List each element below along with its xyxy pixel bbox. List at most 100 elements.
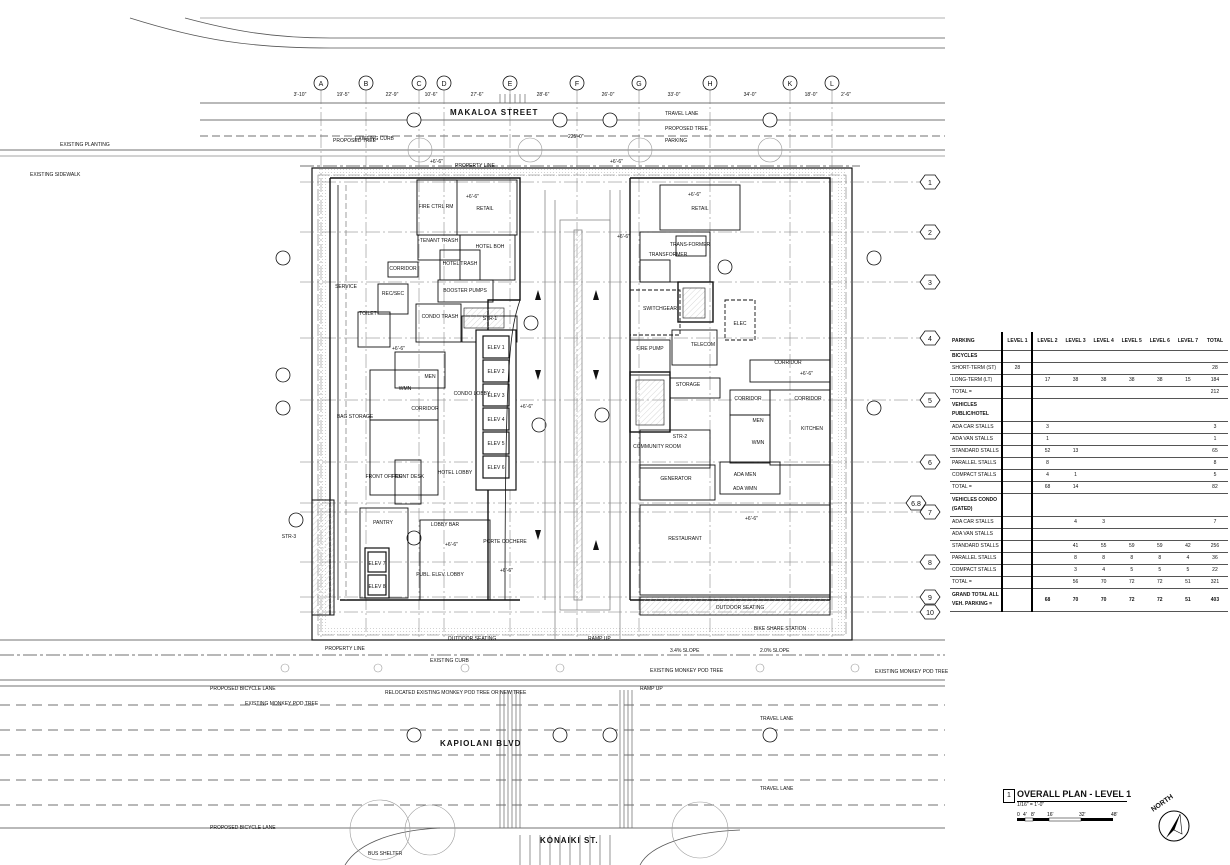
parking-row-label: GRAND TOTAL ALL VEH. PARKING = — [950, 588, 1003, 612]
parking-cell — [1173, 481, 1202, 494]
svg-text:EXISTING PLANTING: EXISTING PLANTING — [60, 142, 110, 148]
room-publ-elev-lobby: PUBL. ELEV. LOBBY — [416, 572, 464, 578]
parking-header-cell: PARKING — [950, 332, 1003, 351]
parking-cell — [1089, 350, 1118, 363]
room-retail-122: RETAIL — [476, 206, 493, 212]
svg-text:34'-0": 34'-0" — [744, 92, 757, 98]
grid-row-7: 7 — [928, 510, 932, 517]
elev-2: ELEV 2 — [488, 369, 505, 375]
parking-cell: 8 — [1201, 457, 1228, 470]
parking-cell: 13 — [1061, 445, 1090, 458]
svg-text:19'-5": 19'-5" — [337, 92, 350, 98]
room-restaurant: RESTAURANT — [668, 536, 702, 542]
scale-mark-48: 48' — [1111, 812, 1118, 818]
parking-cell: 28 — [1001, 362, 1034, 375]
parking-cell: 7 — [1201, 516, 1228, 529]
room-switchgear: SWITCHGEAR — [643, 306, 677, 312]
svg-text:+6'-6": +6'-6" — [800, 371, 813, 377]
parking-cell — [1089, 457, 1118, 470]
parking-header-cell: LEVEL 5 — [1117, 332, 1146, 351]
parking-table-row: TOTAL =212 — [950, 386, 1228, 399]
room-corridor-115: CORRIDOR — [411, 406, 439, 412]
grid-bubbles-right — [905, 174, 941, 620]
parking-header-cell: LEVEL 1 — [1001, 332, 1034, 351]
room-outdoor-seating-left: OUTDOOR SEATING — [448, 636, 497, 642]
parking-header-cell: LEVEL 3 — [1061, 332, 1090, 351]
street-label-makaloa: MAKALOA STREET — [450, 108, 538, 117]
parking-cell: 70 — [1061, 588, 1090, 612]
grid-row-6: 6 — [928, 460, 932, 467]
svg-text:RELOCATED EXISTING MONKEY POD: RELOCATED EXISTING MONKEY POD TREE OR NE… — [385, 690, 527, 696]
parking-cell: 38 — [1117, 374, 1146, 387]
parking-row-label: STANDARD STALLS — [950, 540, 1003, 553]
parking-row-label: BICYCLES — [950, 350, 1003, 363]
parking-cell: 68 — [1032, 481, 1062, 494]
parking-cell — [1145, 469, 1174, 482]
grid-dims-top: 3'-10" 19'-5" 22'-9" 10'-6" 27'-6" 28'-6… — [294, 92, 852, 98]
parking-cell — [1001, 552, 1034, 565]
parking-cell: 8 — [1061, 552, 1090, 565]
parking-cell: 65 — [1201, 445, 1228, 458]
grid-col-d: D — [441, 81, 446, 88]
parking-cell — [1089, 433, 1118, 446]
room-community: COMMUNITY ROOM — [633, 444, 681, 450]
svg-text:PROPOSED BICYCLE LANE: PROPOSED BICYCLE LANE — [210, 825, 276, 831]
room-pantry: PANTRY — [373, 520, 393, 526]
parking-cell — [1001, 564, 1034, 577]
parking-cell: 36 — [1201, 552, 1228, 565]
room-hotel-boh: HOTEL BOH — [476, 244, 505, 250]
parking-cell: 184 — [1201, 374, 1228, 387]
left-rooms — [357, 179, 518, 601]
parking-cell — [1117, 398, 1146, 422]
svg-text:PROPERTY LINE: PROPERTY LINE — [325, 646, 365, 652]
parking-cell: 38 — [1061, 374, 1090, 387]
room-wmn-112: WMN — [399, 386, 412, 392]
parking-cell — [1173, 493, 1202, 517]
room-generator: GENERATOR — [660, 476, 692, 482]
elev-7: ELEV 7 — [369, 561, 386, 567]
grid-col-b: B — [364, 81, 369, 88]
parking-cell — [1061, 493, 1090, 517]
parking-cell — [1032, 528, 1062, 541]
parking-cell — [1173, 398, 1202, 422]
parking-cell: 72 — [1145, 588, 1174, 612]
svg-text:BUS SHELTER: BUS SHELTER — [368, 851, 403, 857]
parking-cell — [1089, 469, 1118, 482]
street-label-konaiki: KONAIKI ST. — [540, 836, 599, 845]
svg-text:EXISTING MONKEY POD TREE: EXISTING MONKEY POD TREE — [875, 669, 949, 675]
grid-bubbles-top — [313, 75, 840, 91]
parking-cell — [1001, 457, 1034, 470]
scale-bar: 0 4' 8' 16' 32' 48' — [1017, 812, 1118, 822]
svg-text:33'-0": 33'-0" — [668, 92, 681, 98]
svg-text:+6'-6": +6'-6" — [500, 568, 513, 574]
room-outdoor-seating-right: OUTDOOR SEATING — [716, 605, 765, 611]
svg-text:RAMP UP: RAMP UP — [640, 686, 663, 692]
parking-cell — [1201, 528, 1228, 541]
grid-row-4: 4 — [928, 336, 932, 343]
parking-cell — [1032, 493, 1062, 517]
parking-cell — [1173, 457, 1202, 470]
parking-cell — [1145, 398, 1174, 422]
room-men-111: MEN — [424, 374, 436, 380]
parking-cell — [1145, 421, 1174, 434]
svg-text:3'-10": 3'-10" — [294, 92, 307, 98]
svg-text:2.0% SLOPE: 2.0% SLOPE — [760, 648, 790, 654]
parking-row-label: ADA VAN STALLS — [950, 433, 1003, 446]
parking-cell — [1061, 398, 1090, 422]
overall-dimension: 225'-0" — [568, 134, 584, 140]
parking-cell — [1032, 564, 1062, 577]
parking-cell — [1173, 362, 1202, 375]
grid-row-9: 9 — [928, 595, 932, 602]
room-tenant-trash: TENANT TRASH — [420, 238, 459, 244]
grid-row-10: 10 — [926, 610, 934, 617]
svg-text:EXISTING MONKEY POD TREE: EXISTING MONKEY POD TREE — [650, 668, 724, 674]
elev-6: ELEV 6 — [488, 465, 505, 471]
room-condo-lobby: CONDO LOBBY — [454, 391, 491, 397]
room-men: MEN — [752, 418, 764, 424]
parking-cell — [1032, 350, 1062, 363]
parking-cell — [1145, 528, 1174, 541]
parking-row-label: TOTAL = — [950, 481, 1003, 494]
